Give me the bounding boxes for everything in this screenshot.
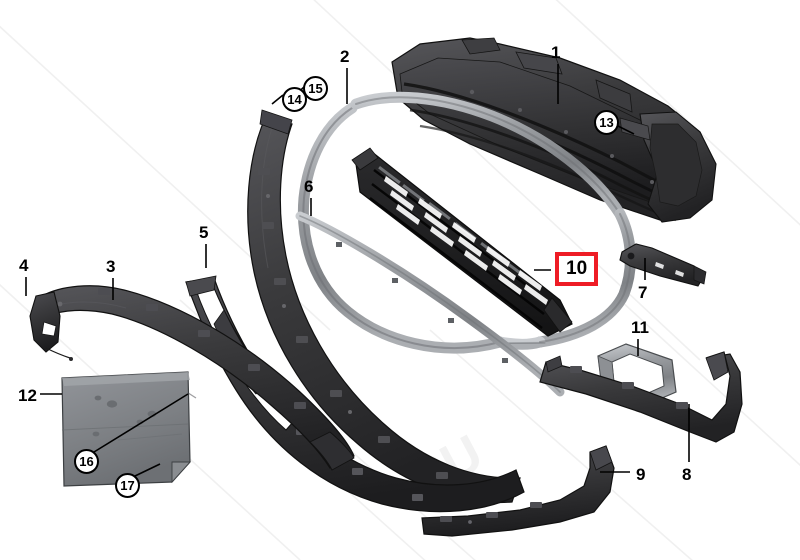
leader-line-17: [134, 463, 161, 477]
callout-14[interactable]: 14: [282, 87, 307, 112]
part-6-grille-trim-strip: [295, 211, 565, 397]
leader-line-16: [93, 393, 189, 453]
part-1-upper-grille-assembly: [391, 37, 717, 223]
part-8-right-bumper-spoiler: [539, 351, 743, 443]
part-7-mounting-bracket: [619, 243, 707, 287]
callout-9[interactable]: 9: [636, 465, 646, 484]
callout-8[interactable]: 8: [682, 465, 692, 484]
callout-17[interactable]: 17: [115, 473, 140, 498]
callout-5[interactable]: 5: [199, 223, 209, 242]
part-4-left-end-cap: [29, 291, 73, 361]
callout-12[interactable]: 12: [18, 386, 37, 405]
part-10-center-lower-grille: [351, 147, 573, 337]
part-2-upper-grille-trim-frame: [297, 91, 636, 354]
callout-6[interactable]: 6: [304, 177, 314, 196]
callout-16[interactable]: 16: [74, 449, 99, 474]
callout-7[interactable]: 7: [638, 283, 648, 302]
callout-leader-lines: [25, 64, 690, 477]
callout-13[interactable]: 13: [594, 110, 619, 135]
callout-1[interactable]: 1: [551, 43, 561, 62]
part-9-lower-air-dam-strip: [421, 445, 615, 537]
callout-4[interactable]: 4: [19, 256, 29, 275]
leader-line-14: [271, 94, 284, 105]
callout-3[interactable]: 3: [106, 257, 116, 276]
callout-15[interactable]: 15: [303, 76, 328, 101]
callout-10[interactable]: 10: [555, 252, 599, 286]
callout-11[interactable]: 11: [631, 318, 649, 337]
part-5-bumper-trim-panel-left: [247, 109, 521, 504]
callout-2[interactable]: 2: [340, 47, 350, 66]
